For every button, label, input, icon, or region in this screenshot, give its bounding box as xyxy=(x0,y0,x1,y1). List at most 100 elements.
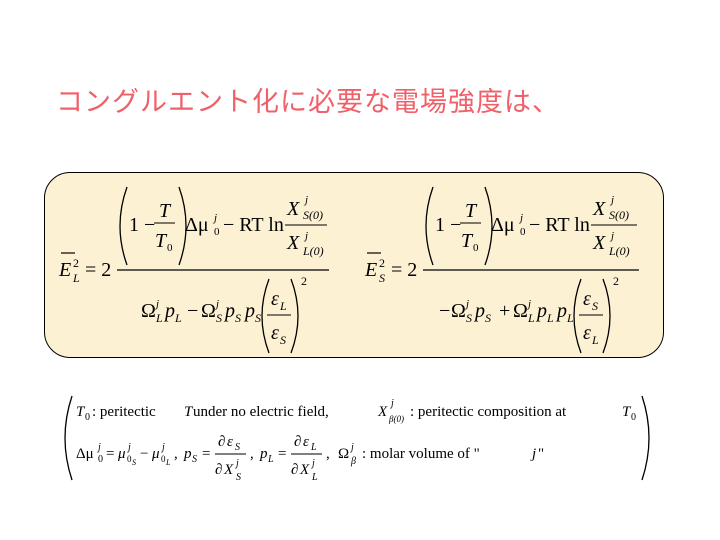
definitions-svg: T 0 : peritectic T under no electric fie… xyxy=(64,395,650,483)
svg-text:j: j xyxy=(609,230,614,242)
svg-text:0: 0 xyxy=(98,454,103,465)
svg-text:,: , xyxy=(326,446,330,462)
el-one-minus: 1 − xyxy=(129,214,155,236)
el-xs-sub: S(0) xyxy=(303,208,323,222)
svg-text:T: T xyxy=(76,404,86,420)
svg-text:ε: ε xyxy=(583,288,591,310)
equation-el-svg: E L 2 = 2 1 − T T 0 Δμ 0 j − RT ln X j xyxy=(58,186,329,354)
es-lhs-e: E xyxy=(364,259,377,281)
svg-text:S: S xyxy=(216,311,222,325)
svg-text:j: j xyxy=(126,442,131,453)
svg-text:∂: ∂ xyxy=(291,462,298,478)
equation-es: E S 2 = 2 1 − T T 0 Δμ 0 j − RT ln X j S… xyxy=(363,181,663,358)
el-lhs-e: E xyxy=(58,259,71,281)
svg-text:p: p xyxy=(259,446,268,462)
svg-text:L: L xyxy=(174,311,182,325)
svg-text:j: j xyxy=(609,194,614,206)
svg-text:0: 0 xyxy=(631,412,636,423)
svg-text:+: + xyxy=(499,300,510,322)
svg-text:T: T xyxy=(622,404,632,420)
svg-text:β(0): β(0) xyxy=(388,414,404,424)
svg-text:0: 0 xyxy=(520,226,526,238)
svg-text:−: − xyxy=(187,300,198,322)
svg-text:S: S xyxy=(255,311,261,325)
el-eq-two: = 2 xyxy=(85,259,111,281)
svg-text:μ: μ xyxy=(117,446,126,462)
el-t0: T xyxy=(155,230,168,252)
svg-text:S: S xyxy=(280,333,286,347)
svg-text:p: p xyxy=(223,300,235,322)
svg-text:ε: ε xyxy=(583,322,591,344)
svg-text:T: T xyxy=(465,200,478,222)
svg-text:X: X xyxy=(592,232,606,254)
el-lhs-sub: L xyxy=(72,271,80,285)
svg-text:β: β xyxy=(350,456,356,467)
svg-text:L: L xyxy=(591,333,599,347)
svg-text:p: p xyxy=(555,300,567,322)
svg-text:j: j xyxy=(530,446,536,462)
el-xs: X xyxy=(286,198,300,220)
svg-text:,: , xyxy=(250,446,254,462)
svg-text:−: − xyxy=(439,300,450,322)
svg-text:S: S xyxy=(485,311,491,325)
svg-text:∂: ∂ xyxy=(218,434,225,450)
svg-text:Δμ: Δμ xyxy=(491,214,515,236)
el-rtln: − RT ln xyxy=(223,214,284,236)
svg-text:−: − xyxy=(140,446,148,462)
es-lhs-sub: S xyxy=(379,271,385,285)
svg-text:S: S xyxy=(132,458,136,467)
equation-es-svg: E S 2 = 2 1 − T T 0 Δμ 0 j − RT ln X j S… xyxy=(364,186,639,354)
svg-text:L: L xyxy=(546,311,554,325)
svg-text:0: 0 xyxy=(127,454,132,464)
svg-text:j: j xyxy=(310,458,315,469)
el-dmu-sub: 0 xyxy=(214,226,220,238)
equation-box: E L 2 = 2 1 − T T 0 Δμ 0 j − RT ln X j xyxy=(44,172,664,358)
svg-text:: peritectic composition at: : peritectic composition at xyxy=(410,404,567,420)
svg-text:j: j xyxy=(214,298,219,310)
svg-text:=: = xyxy=(278,446,286,462)
svg-text:j: j xyxy=(96,442,101,453)
svg-text:j: j xyxy=(518,212,523,224)
svg-text:: peritectic: : peritectic xyxy=(92,404,156,420)
svg-text:1 −: 1 − xyxy=(435,214,461,236)
svg-text:L(0): L(0) xyxy=(608,244,630,258)
svg-text:L: L xyxy=(311,472,318,483)
svg-text:∂: ∂ xyxy=(294,434,301,450)
el-t0-sub: 0 xyxy=(167,242,173,254)
svg-text:T: T xyxy=(184,404,194,420)
svg-text:X: X xyxy=(299,462,310,478)
definitions: T 0 : peritectic T under no electric fie… xyxy=(60,392,655,484)
el-omega-s: Ω xyxy=(201,300,216,322)
svg-text:=: = xyxy=(106,446,114,462)
svg-text:j: j xyxy=(526,298,531,310)
svg-text:S: S xyxy=(466,311,472,325)
svg-text:S: S xyxy=(235,442,240,453)
svg-text:0: 0 xyxy=(161,454,166,464)
svg-text:p: p xyxy=(183,446,192,462)
el-dmu: Δμ xyxy=(185,214,209,236)
svg-text:L: L xyxy=(165,458,171,467)
svg-text:j: j xyxy=(464,298,469,310)
es-eq-two: = 2 xyxy=(391,259,417,281)
svg-text:2: 2 xyxy=(613,274,619,288)
el-xl: X xyxy=(286,232,300,254)
el-xl-sub: L(0) xyxy=(302,244,324,258)
svg-text:ε: ε xyxy=(303,434,309,450)
svg-text:p: p xyxy=(243,300,255,322)
el-xs-sup: j xyxy=(303,194,308,206)
svg-text:S: S xyxy=(592,299,598,313)
el-dmu-sup: j xyxy=(212,212,217,224)
svg-text:∂: ∂ xyxy=(215,462,222,478)
svg-text:S: S xyxy=(235,311,241,325)
svg-text:L: L xyxy=(279,299,287,313)
el-lhs-sup: 2 xyxy=(73,256,79,270)
svg-text:X: X xyxy=(377,404,388,420)
svg-text:0: 0 xyxy=(85,412,90,423)
svg-text:Ω: Ω xyxy=(513,300,528,322)
svg-text:under no electric field,: under no electric field, xyxy=(193,404,329,420)
svg-text:S(0): S(0) xyxy=(609,208,629,222)
svg-text:L: L xyxy=(155,311,163,325)
svg-text:S: S xyxy=(236,472,241,483)
svg-text:− RT ln: − RT ln xyxy=(529,214,590,236)
svg-text:0: 0 xyxy=(473,242,479,254)
